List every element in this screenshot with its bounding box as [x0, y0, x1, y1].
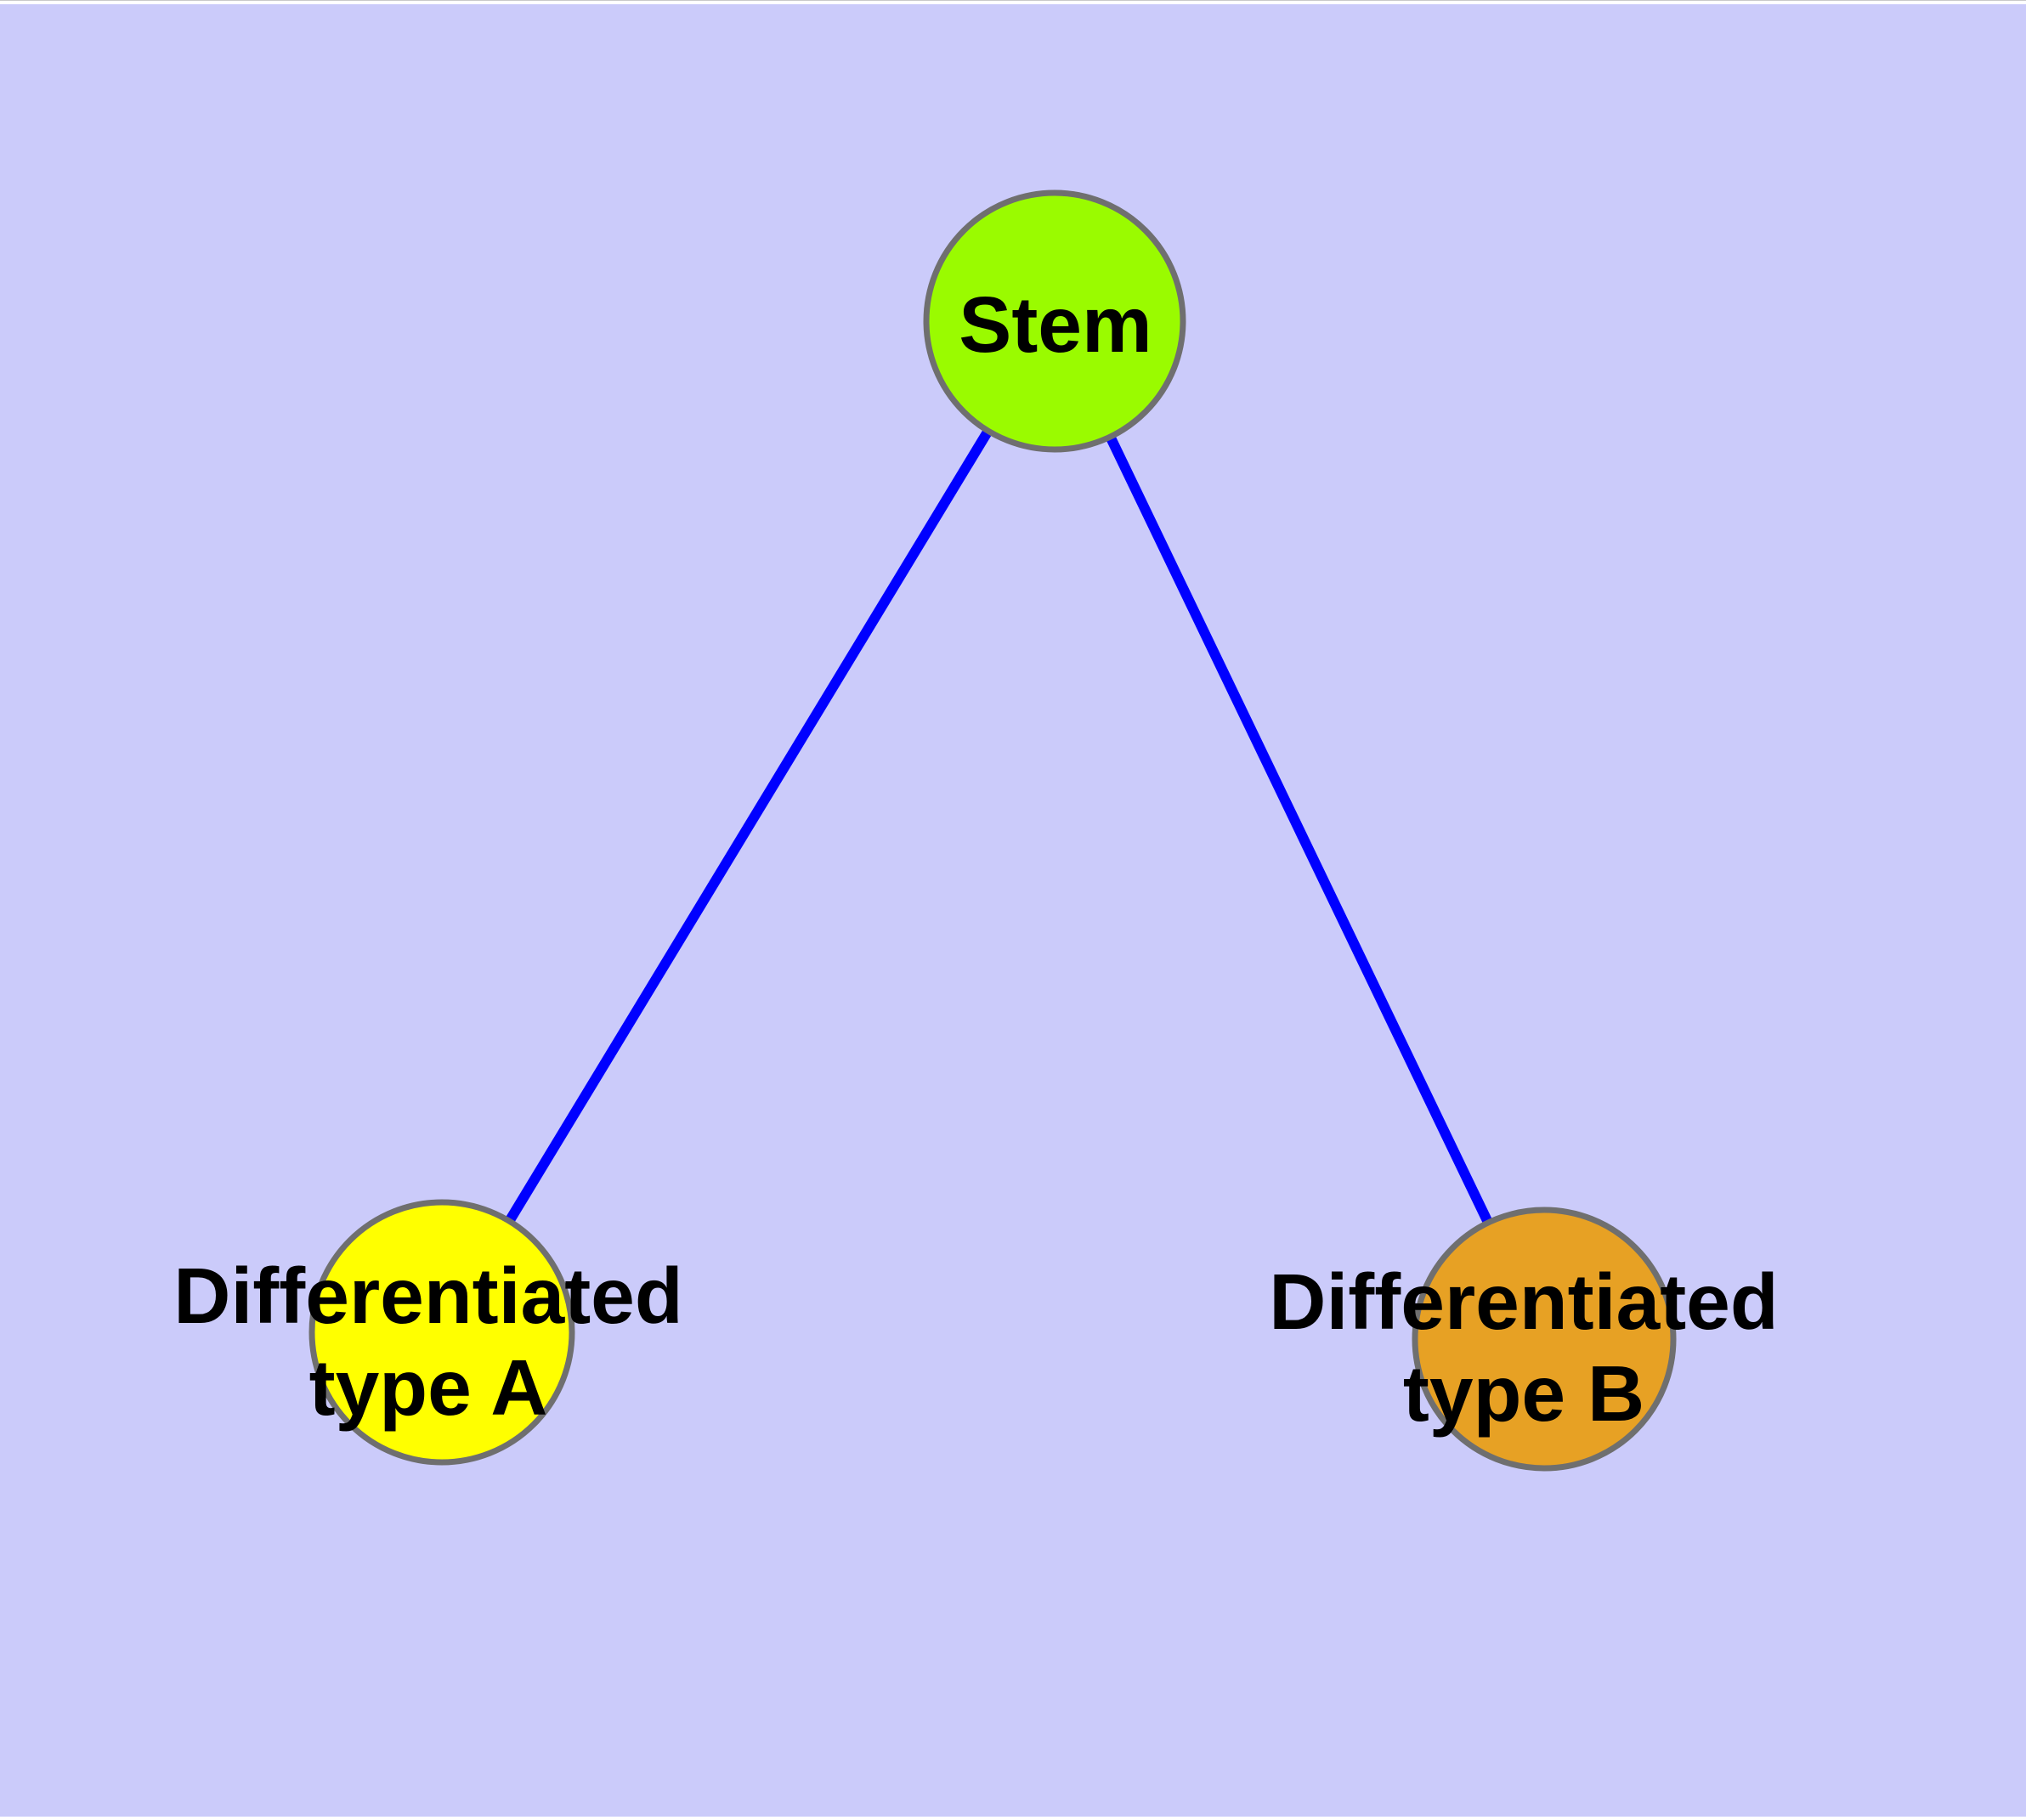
window-top-edge — [0, 0, 2026, 4]
edge-stem-to-type-a — [437, 318, 1060, 1336]
cell-differentiation-graph — [308, 189, 1677, 1472]
node-stem-circle — [923, 189, 1186, 453]
edge-stem-to-type-b — [1050, 319, 1549, 1342]
node-differentiated-type-a-circle — [308, 1199, 575, 1466]
node-differentiated-type-b-circle — [1412, 1207, 1677, 1472]
